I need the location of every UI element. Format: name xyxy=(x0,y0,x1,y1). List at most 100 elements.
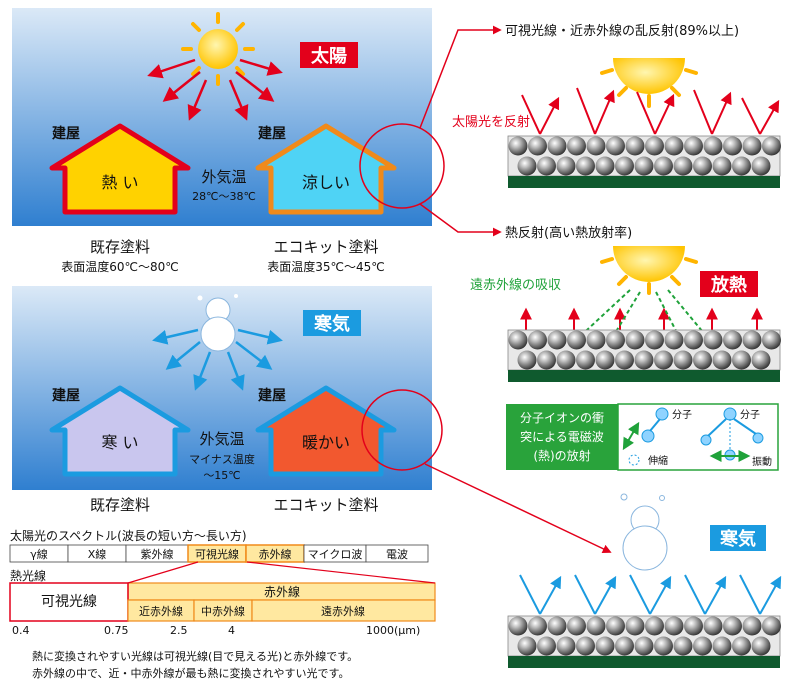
scale-1: 0.75 xyxy=(104,624,129,637)
pigment-particle xyxy=(664,136,684,156)
pigment-particle xyxy=(762,330,781,350)
reflected-cold-ray xyxy=(649,575,672,615)
pigment-particle xyxy=(508,136,528,156)
pigment-particle xyxy=(634,350,654,370)
pigment-particle xyxy=(615,636,634,656)
pigment-particle xyxy=(645,136,664,156)
pigment-particle xyxy=(625,136,645,156)
reflected-ray xyxy=(711,91,732,135)
substrate-layer xyxy=(508,370,780,382)
pigment-particle xyxy=(703,330,723,350)
pigment-particle xyxy=(762,136,781,156)
pigment-particle xyxy=(586,136,606,156)
pigment-particle xyxy=(576,350,595,370)
pigment-particle xyxy=(595,636,615,656)
pigment-particle xyxy=(684,616,703,636)
eco-paint-label: エコキット塗料 xyxy=(273,238,378,256)
spectrum-band-label: マイクロ波 xyxy=(308,548,363,561)
reflection-label: 太陽光を反射 xyxy=(452,114,530,130)
summer-panel: 太陽 建屋 熱 い 建屋 涼しい 外気温 28℃～38℃ xyxy=(12,8,445,226)
pigment-particle xyxy=(673,350,693,370)
pigment-particle xyxy=(625,330,645,350)
pigment-particle xyxy=(615,350,634,370)
paint-layer-top xyxy=(507,135,781,188)
spectrum-band-label: 可視光線 xyxy=(195,547,239,561)
pigment-particle xyxy=(528,330,547,350)
building-right-caption: 建屋 xyxy=(258,125,286,142)
sub-band-far: 遠赤外線 xyxy=(321,604,365,618)
pigment-particle xyxy=(634,636,654,656)
pigment-particle xyxy=(712,156,732,176)
snowman-icon xyxy=(197,294,238,352)
pigment-particle xyxy=(537,156,556,176)
absorbed-far-infrared-ray xyxy=(655,291,692,361)
reflection-arrows xyxy=(521,87,780,135)
cold-badge: 寒気 xyxy=(303,310,361,336)
spectrum-band-label: X線 xyxy=(88,547,107,561)
pigment-particle xyxy=(673,636,693,656)
pigment-particle xyxy=(712,350,732,370)
existing-surface-temp: 表面温度60℃～80℃ xyxy=(61,259,179,274)
vibration-molecule: 分子 振動 xyxy=(700,407,772,468)
pigment-particle xyxy=(517,350,537,370)
molecule-diagram: 分子 伸縮 分子 振動 xyxy=(617,403,779,471)
reflected-cold-ray xyxy=(759,575,782,615)
pigment-particle xyxy=(595,350,615,370)
svg-text:放熱: 放熱 xyxy=(710,274,747,296)
incoming-ray xyxy=(636,91,656,135)
pigment-particle xyxy=(673,156,693,176)
winter-existing-paint-label: 既存塗料 xyxy=(90,496,150,514)
incoming-ray xyxy=(741,97,761,135)
ion-collision-box: 分子イオンの衝 突による電磁波 (熱)の放射 xyxy=(506,404,618,470)
house-cool-label: 涼しい xyxy=(302,173,350,192)
scale-2: 2.5 xyxy=(170,624,188,637)
pigment-particle xyxy=(537,350,556,370)
pigment-particle xyxy=(556,156,576,176)
house-cold: 寒 い xyxy=(49,385,191,477)
pigment-particle xyxy=(703,136,723,156)
pigment-particle xyxy=(576,156,595,176)
outside-temp-label: 外気温 xyxy=(201,168,246,186)
pigment-particle xyxy=(742,330,762,350)
substrate-layer xyxy=(508,656,780,668)
house-cold-label: 寒 い xyxy=(101,433,138,452)
spectrum-band-label: 電波 xyxy=(386,548,408,561)
scale-3: 4 xyxy=(228,624,235,637)
reflected-ray xyxy=(654,93,675,135)
pigment-particle xyxy=(712,636,732,656)
winter-eco-paint-label: エコキット塗料 xyxy=(273,496,378,514)
winter-building-right-caption: 建屋 xyxy=(258,387,286,404)
spectrum-band-label: 紫外線 xyxy=(141,547,174,561)
molecule-label-2: 分子 xyxy=(740,409,760,421)
pigment-particle xyxy=(567,616,586,636)
incoming-ray xyxy=(576,87,596,135)
winter-panel: 寒気 建屋 寒 い 建屋 暖かい 外気温 マイナス温度 ～15℃ xyxy=(12,286,443,490)
pigment-particle xyxy=(654,350,673,370)
pigment-particle xyxy=(703,616,723,636)
pigment-particle xyxy=(684,330,703,350)
pigment-particle xyxy=(547,330,567,350)
pigment-particle xyxy=(606,330,625,350)
absorption-label: 遠赤外線の吸収 xyxy=(470,277,561,293)
stretch-molecule: 分子 伸縮 xyxy=(622,407,692,467)
spectrum-note-1: 熱に変換されやすい光線は可視光線(目で見える光)と赤外線です。 xyxy=(32,649,358,663)
pigment-particle xyxy=(742,616,762,636)
pigment-particle xyxy=(586,330,606,350)
svg-text:寒気: 寒気 xyxy=(313,313,350,335)
pigment-particle xyxy=(732,156,751,176)
svg-text:太陽: 太陽 xyxy=(311,45,347,67)
substrate-layer xyxy=(508,176,780,188)
visible-label: 可視光線 xyxy=(41,594,97,610)
wavelength-scale: 0.4 0.75 2.5 4 1000(μm) xyxy=(12,624,420,637)
pigment-particle xyxy=(742,136,762,156)
incoming-cold-ray xyxy=(684,574,706,615)
svg-text:寒気: 寒気 xyxy=(719,528,756,550)
spectrum-band-cell xyxy=(365,544,429,563)
pigment-particle xyxy=(693,350,712,370)
sub-band-cells: 近赤外線 中赤外線 遠赤外線 xyxy=(127,599,436,622)
pigment-particle xyxy=(732,636,751,656)
reflected-ray xyxy=(759,99,780,135)
